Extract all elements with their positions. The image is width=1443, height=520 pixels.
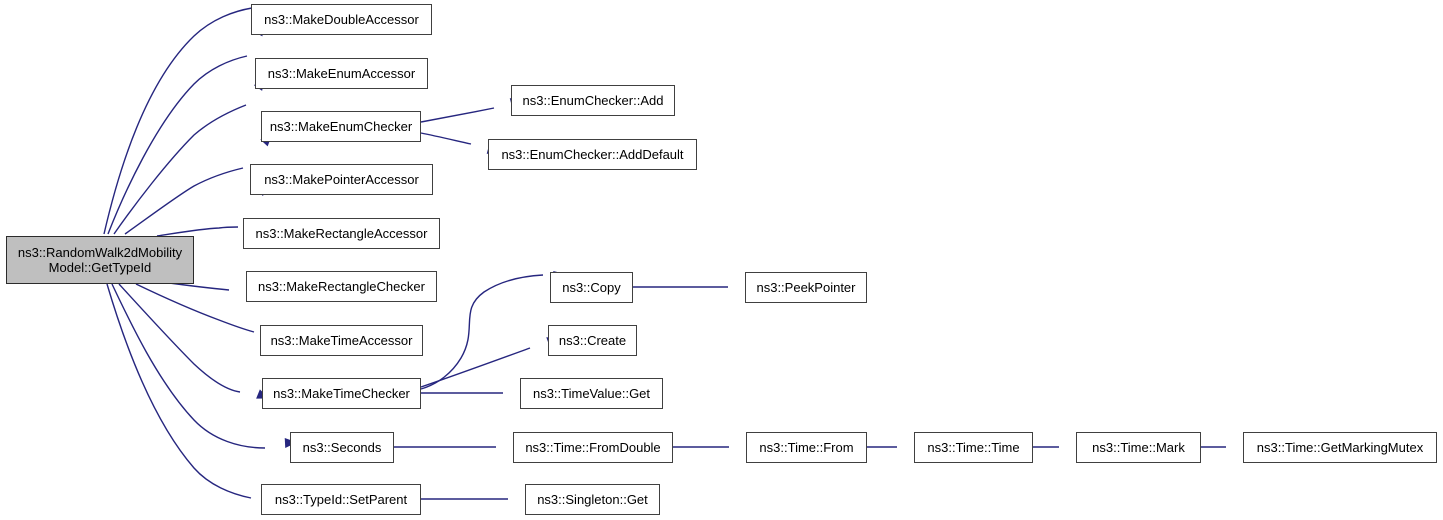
graph-node-makeEnumChecker[interactable]: ns3::MakeEnumChecker	[261, 111, 421, 142]
graph-node-root[interactable]: ns3::RandomWalk2dMobility Model::GetType…	[6, 236, 194, 284]
edge-makeTimeChecker-to-create	[420, 347, 531, 388]
graph-node-makeDoubleAccessor[interactable]: ns3::MakeDoubleAccessor	[251, 4, 432, 35]
graph-node-create[interactable]: ns3::Create	[548, 325, 637, 356]
graph-node-seconds[interactable]: ns3::Seconds	[290, 432, 394, 463]
graph-node-timeGetMarkingMutex[interactable]: ns3::Time::GetMarkingMutex	[1243, 432, 1437, 463]
graph-node-makeTimeAccessor[interactable]: ns3::MakeTimeAccessor	[260, 325, 423, 356]
edge-root-to-makePointerAccessor	[124, 167, 244, 235]
graph-node-makeEnumAccessor[interactable]: ns3::MakeEnumAccessor	[255, 58, 428, 89]
graph-node-peekPointer[interactable]: ns3::PeekPointer	[745, 272, 867, 303]
graph-node-singletonGet[interactable]: ns3::Singleton::Get	[525, 484, 660, 515]
graph-node-typeIdSetParent[interactable]: ns3::TypeId::SetParent	[261, 484, 421, 515]
graph-node-makePointerAccessor[interactable]: ns3::MakePointerAccessor	[250, 164, 433, 195]
graph-node-timeFrom[interactable]: ns3::Time::From	[746, 432, 867, 463]
graph-node-makeRectangleChecker[interactable]: ns3::MakeRectangleChecker	[246, 271, 437, 302]
graph-node-makeRectangleAccessor[interactable]: ns3::MakeRectangleAccessor	[243, 218, 440, 249]
edge-root-to-makeTimeChecker	[118, 283, 241, 393]
graph-node-enumCheckerAdd[interactable]: ns3::EnumChecker::Add	[511, 85, 675, 116]
graph-node-timeFromDouble[interactable]: ns3::Time::FromDouble	[513, 432, 673, 463]
edge-root-to-seconds	[111, 283, 266, 449]
graph-node-enumCheckerAddDefault[interactable]: ns3::EnumChecker::AddDefault	[488, 139, 697, 170]
edge-root-to-makeEnumChecker	[113, 104, 247, 235]
edge-root-to-typeIdSetParent	[106, 283, 252, 499]
graph-node-timeValueGet[interactable]: ns3::TimeValue::Get	[520, 378, 663, 409]
graph-node-timeMark[interactable]: ns3::Time::Mark	[1076, 432, 1201, 463]
edge-makeEnumChecker-to-enumCheckerAddDefault	[420, 132, 472, 145]
edge-root-to-makeDoubleAccessor	[103, 7, 253, 235]
graph-node-timeTime[interactable]: ns3::Time::Time	[914, 432, 1033, 463]
edge-makeTimeChecker-to-copy	[420, 274, 544, 390]
edge-root-to-makeRectangleAccessor	[156, 226, 239, 237]
edge-root-to-makeEnumAccessor	[107, 55, 248, 235]
edge-makeEnumChecker-to-enumCheckerAdd	[420, 107, 495, 123]
graph-node-makeTimeChecker[interactable]: ns3::MakeTimeChecker	[262, 378, 421, 409]
edge-root-to-makeTimeAccessor	[135, 283, 255, 333]
graph-node-copy[interactable]: ns3::Copy	[550, 272, 633, 303]
